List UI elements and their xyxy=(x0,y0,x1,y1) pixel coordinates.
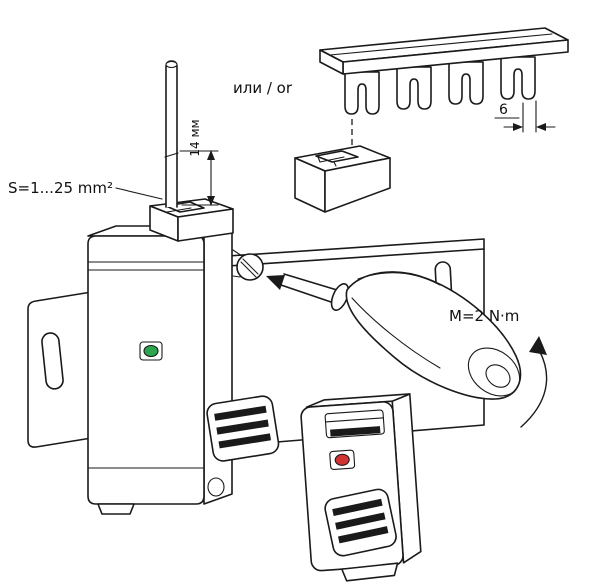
terminal-screw xyxy=(232,249,264,281)
wire-size-leader-line xyxy=(115,187,163,200)
strip-mark xyxy=(164,152,179,158)
busbar-top-ridge xyxy=(329,33,553,56)
bottom-fixing-hole xyxy=(207,477,225,497)
second-breaker xyxy=(300,393,422,582)
dimension-arrowhead xyxy=(513,123,523,131)
terminal-piece xyxy=(294,145,391,213)
hole-floor-line xyxy=(319,156,345,163)
torque-arc xyxy=(520,349,548,428)
toggle-grip-stripe xyxy=(216,419,269,435)
busbar-pitch-dimension xyxy=(494,100,556,133)
hole-depth-line xyxy=(333,161,337,167)
strip-length-label: 14 мм xyxy=(188,119,202,156)
left-plate-slot xyxy=(41,332,64,390)
screw-slot xyxy=(242,258,259,275)
second-toggle xyxy=(324,488,397,557)
busbar-pitch-label: 6 xyxy=(499,102,508,118)
rear-plate-fold-line xyxy=(227,248,485,267)
toggle-grip-stripe xyxy=(332,498,383,517)
terminal-seam-line xyxy=(324,417,384,423)
main-toggle xyxy=(206,395,280,462)
dimension-arrowhead xyxy=(536,123,546,131)
screw-shank-line xyxy=(232,249,243,257)
handle-end-cap-inner xyxy=(485,364,511,388)
busbar-prong xyxy=(396,66,432,110)
wire xyxy=(164,60,179,208)
handle-contour-line xyxy=(351,297,441,369)
screwdriver xyxy=(266,271,522,400)
toggle-grip-stripe xyxy=(338,526,389,544)
busbar-left-end xyxy=(319,49,344,75)
hole-depth-line xyxy=(317,156,321,163)
breaker-foot xyxy=(97,503,135,515)
torque-arrow xyxy=(520,336,548,428)
torque-label: M=2 N·m xyxy=(449,307,519,325)
toggle-grip-stripe xyxy=(335,512,386,530)
or-label: или / or xyxy=(233,79,293,97)
left-plate-outline xyxy=(27,289,105,448)
busbar-comb xyxy=(319,27,569,115)
screwdriver-blade xyxy=(280,284,335,304)
screw-shank-line xyxy=(232,275,241,278)
toggle-grip-stripe xyxy=(214,405,267,421)
push-direction-arrowhead xyxy=(266,275,285,290)
screw-slot xyxy=(240,261,257,278)
hole-floor-line xyxy=(166,207,192,213)
wire-body xyxy=(165,60,178,208)
busbar-prong xyxy=(344,71,380,115)
main-breaker xyxy=(87,198,280,515)
wire-size-label: S=1...25 mm² xyxy=(8,179,113,197)
dimension-arrowhead xyxy=(207,150,215,160)
strip-length-dimension xyxy=(179,150,219,206)
screwdriver-blade xyxy=(283,273,338,291)
dimension-arrowhead xyxy=(207,196,215,206)
toggle-grip-stripe xyxy=(218,433,271,449)
breaker-front-face xyxy=(87,235,205,505)
green-indicator xyxy=(143,344,159,358)
busbar-prong xyxy=(500,56,536,100)
torque-arrowhead xyxy=(529,336,547,355)
handle-contour-line xyxy=(357,272,441,286)
screw-head xyxy=(236,253,264,281)
second-breaker-foot xyxy=(341,562,399,582)
diagram-labels: S=1...25 mm² 14 мм или / or 6 M=2 N·m xyxy=(8,79,519,325)
left-mounting-plate xyxy=(27,289,105,448)
wire-tip xyxy=(165,60,178,69)
busbar-prong xyxy=(448,61,484,105)
breaker-side-face xyxy=(203,225,233,505)
terminal-wire-hole xyxy=(315,150,359,163)
red-indicator xyxy=(334,453,350,466)
terminal-box-right xyxy=(177,208,234,242)
terminal-slot-dark-band xyxy=(330,426,381,437)
handle-end-cap xyxy=(467,347,521,397)
terminal-right-face xyxy=(324,157,391,213)
